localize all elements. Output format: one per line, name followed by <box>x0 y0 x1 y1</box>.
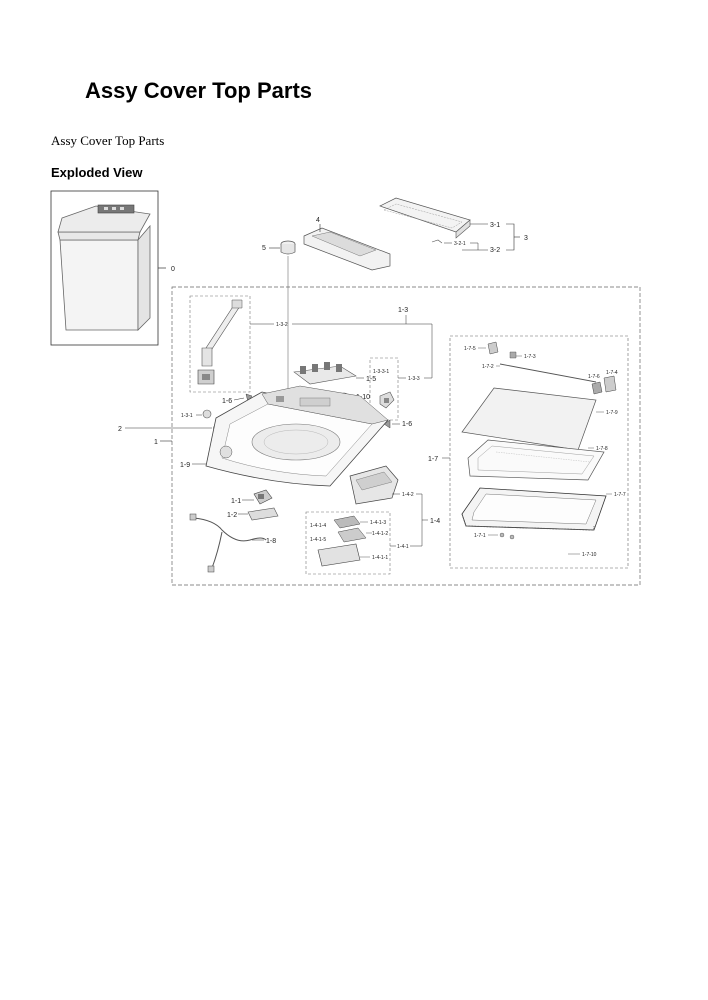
label-3-2-1: 3-2-1 <box>454 241 466 247</box>
label-1-7-4: 1-7-4 <box>606 370 618 376</box>
label-1-3-3-1: 1-3-3-1 <box>373 369 389 375</box>
label-1-9: 1-9 <box>180 462 190 469</box>
label-1-6-left: 1-6 <box>222 398 232 405</box>
label-1-7-2: 1-7-2 <box>482 364 494 370</box>
label-1-3-3: 1-3-3 <box>408 376 420 382</box>
assembled-machine-box <box>50 190 159 346</box>
label-2: 2 <box>118 426 122 433</box>
label-1-7-3: 1-7-3 <box>524 354 536 360</box>
label-1-3-1: 1-3-1 <box>181 413 193 419</box>
label-1-7-1: 1-7-1 <box>474 533 486 539</box>
label-1-7: 1-7 <box>428 456 438 463</box>
label-0: 0 <box>171 266 175 273</box>
label-1-2: 1-2 <box>227 512 237 519</box>
label-1-4-1-2: 1-4-1-2 <box>372 531 388 537</box>
label-1-7-7: 1-7-7 <box>614 492 626 498</box>
label-5: 5 <box>262 245 266 252</box>
label-1-10: 1-10 <box>356 394 370 401</box>
label-1-3: 1-3 <box>398 307 408 314</box>
label-3-2: 3-2 <box>490 247 500 254</box>
label-1-3-2: 1-3-2 <box>276 322 288 328</box>
label-1: 1 <box>154 439 158 446</box>
label-1-4-1-5: 1-4-1-5 <box>310 537 326 543</box>
label-4: 4 <box>316 217 320 224</box>
label-1-7-8: 1-7-8 <box>596 446 608 452</box>
label-1-7-5: 1-7-5 <box>464 346 476 352</box>
label-1-8: 1-8 <box>266 538 276 545</box>
label-1-5: 1-5 <box>366 376 376 383</box>
label-1-7-9: 1-7-9 <box>606 410 618 416</box>
label-1-1: 1-1 <box>231 498 241 505</box>
label-3-1: 3-1 <box>490 222 500 229</box>
label-1-4-1-1: 1-4-1-1 <box>372 555 388 561</box>
label-1-4-1-3: 1-4-1-3 <box>370 520 386 526</box>
page-subtitle: Assy Cover Top Parts <box>51 133 165 148</box>
label-1-4-1-4: 1-4-1-4 <box>310 523 326 529</box>
label-1-4-1: 1-4-1 <box>397 544 409 550</box>
label-1-4: 1-4 <box>430 518 440 525</box>
section-heading: Exploded View <box>51 165 143 180</box>
label-3: 3 <box>524 235 528 242</box>
label-1-4-2: 1-4-2 <box>402 492 414 498</box>
label-1-7-6: 1-7-6 <box>588 374 600 380</box>
label-1-6-right: 1-6 <box>402 421 412 428</box>
label-1-7-10: 1-7-10 <box>582 552 597 558</box>
page-title: Assy Cover Top Parts <box>85 78 313 103</box>
